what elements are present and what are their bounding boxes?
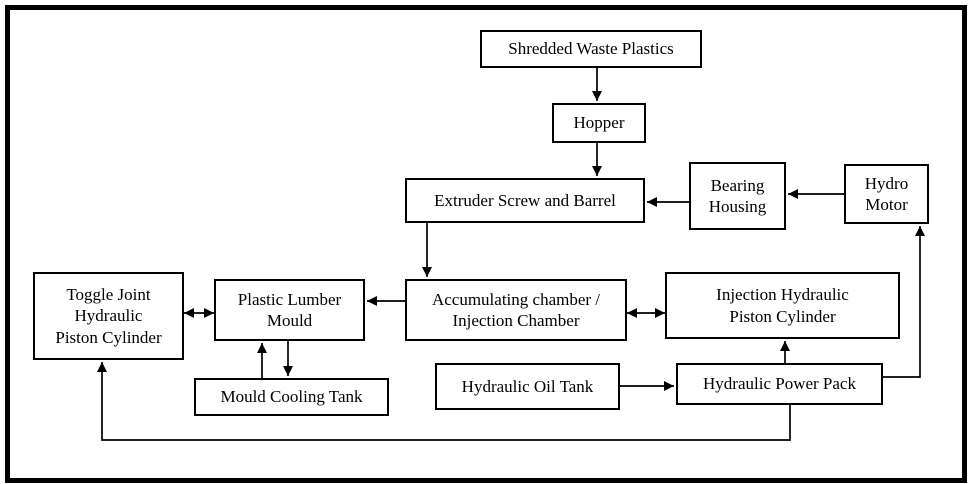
edge-powerpack-to-toggle [97, 362, 791, 441]
edge-powerpack-to-hydromotor [883, 226, 925, 378]
node-mould-cooling-tank: Mould Cooling Tank [194, 378, 389, 416]
node-shredded-waste-plastics: Shredded Waste Plastics [480, 30, 702, 68]
node-plastic-lumber-mould: Plastic Lumber Mould [214, 279, 365, 341]
node-accumulating-chamber: Accumulating chamber / Injection Chamber [405, 279, 627, 341]
node-toggle-joint-hydraulic-piston-cylinder: Toggle Joint Hydraulic Piston Cylinder [33, 272, 184, 360]
node-hydraulic-oil-tank: Hydraulic Oil Tank [435, 363, 620, 410]
node-injection-hydraulic-piston-cylinder: Injection Hydraulic Piston Cylinder [665, 272, 900, 339]
node-extruder-screw-and-barrel: Extruder Screw and Barrel [405, 178, 645, 223]
node-hopper: Hopper [552, 103, 646, 143]
node-hydraulic-power-pack: Hydraulic Power Pack [676, 363, 883, 405]
node-bearing-housing: Bearing Housing [689, 162, 786, 230]
node-hydro-motor: Hydro Motor [844, 164, 929, 224]
